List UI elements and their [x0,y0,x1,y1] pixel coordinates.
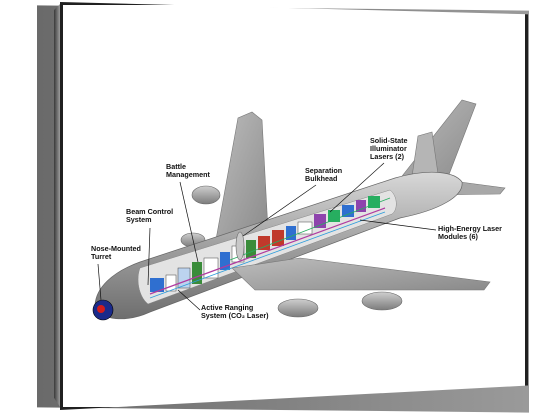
label-active-ranging-line1: Active Ranging [201,303,254,312]
label-separation-line2: Bulkhead [305,174,338,184]
label-beam-control-line1: Beam Control [126,207,174,216]
lower-engine-1 [277,298,319,318]
label-battle-management: Battle Management [166,162,210,180]
frame-left-edge [54,2,62,410]
label-nose-turret-line1: Nose-Mounted [91,244,141,253]
upper-engine-1 [191,185,221,205]
label-illuminator-line2: Illuminator [370,144,407,154]
label-battle-management-line2: Management [166,170,210,180]
label-hel-modules-line2: Modules (6) [438,232,478,242]
label-separation-bulkhead: Separation Bulkhead [305,166,343,184]
label-battle-management-line1: Battle [166,162,186,171]
label-illuminator-line1: Solid-State [370,136,408,145]
label-hel-modules: High-Energy Laser Modules (6) [438,224,502,242]
label-active-ranging-line2: System (CO₂ Laser) [201,311,269,321]
turret-lens [97,305,105,313]
interior-equipment [149,196,391,299]
label-illuminator-line3: Lasers (2) [370,152,404,162]
lower-wing [231,257,491,291]
separation-bulkhead [235,231,245,261]
label-illuminator-lasers: Solid-State Illuminator Lasers (2) [370,136,408,162]
label-nose-turret: Nose-Mounted Turret [91,244,141,262]
label-hel-modules-line1: High-Energy Laser [438,224,502,233]
label-beam-control-line2: System [126,215,152,225]
label-active-ranging: Active Ranging System (CO₂ Laser) [201,303,269,321]
label-nose-turret-line2: Turret [91,252,112,262]
label-beam-control: Beam Control System [126,207,174,225]
leader-lines [97,162,437,311]
lower-engine-2 [361,291,403,311]
label-separation-line1: Separation [305,166,343,175]
